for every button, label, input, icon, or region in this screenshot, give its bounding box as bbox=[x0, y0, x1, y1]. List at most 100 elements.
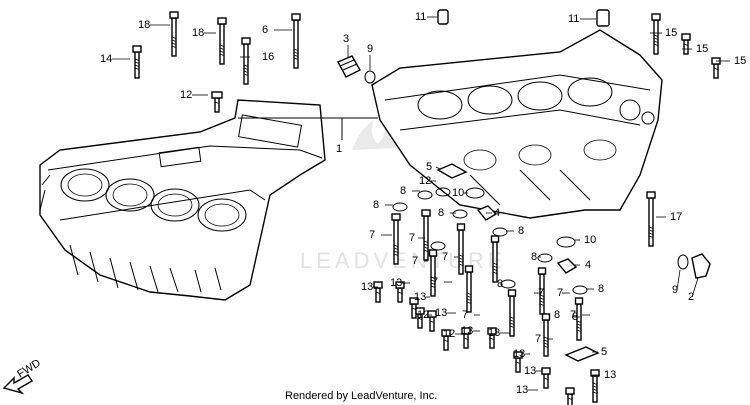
o-ring-9 bbox=[364, 70, 376, 84]
bolt-thread bbox=[243, 73, 249, 76]
bolt-head bbox=[461, 327, 471, 335]
bolt bbox=[441, 329, 451, 351]
bolt-thread bbox=[243, 67, 249, 70]
callout-6: 6 bbox=[262, 24, 292, 36]
callout-number: 7 bbox=[570, 309, 576, 321]
callout-18b: 18 bbox=[192, 27, 216, 39]
bolt-thread bbox=[653, 40, 659, 43]
bolt bbox=[541, 313, 551, 357]
callout-12c: 12 bbox=[417, 309, 432, 321]
bolt-shank bbox=[219, 23, 225, 65]
bolt-shank bbox=[458, 229, 464, 275]
bolt-shank bbox=[648, 197, 654, 247]
callout-number: 8 bbox=[438, 207, 444, 219]
leader-line bbox=[676, 269, 681, 291]
callout-number: 9 bbox=[367, 43, 373, 55]
bolt-shank bbox=[492, 241, 498, 283]
bolt-head bbox=[391, 213, 401, 221]
bolt-thread bbox=[430, 282, 436, 285]
bolt-thread bbox=[492, 265, 498, 268]
callout-4b: 4 bbox=[574, 259, 591, 271]
bolt-thread bbox=[423, 249, 429, 252]
bolt-head bbox=[565, 387, 575, 395]
bolt-thread bbox=[713, 67, 719, 70]
filler-plug-3 bbox=[337, 55, 361, 78]
bolt-thread bbox=[397, 291, 403, 294]
callout-1: 1 bbox=[336, 143, 342, 155]
bolt-head bbox=[421, 209, 431, 217]
footer-credit: Rendered by LeadVenture, Inc. bbox=[285, 390, 437, 402]
bolt-thread bbox=[458, 263, 464, 266]
bolt-thread bbox=[509, 319, 515, 322]
bolt-head bbox=[169, 11, 179, 19]
bolt-head bbox=[415, 307, 425, 315]
bolt-shank bbox=[293, 19, 299, 69]
bolt-head bbox=[681, 33, 691, 41]
bolt-head bbox=[513, 351, 523, 359]
bolt-head bbox=[456, 223, 466, 231]
bolt-head bbox=[241, 37, 251, 45]
callout-number: 10 bbox=[584, 234, 596, 246]
callout-number: 13 bbox=[361, 281, 373, 293]
callout-number: 13 bbox=[390, 277, 402, 289]
callout-5b: 5 bbox=[592, 346, 607, 358]
bolt-thread bbox=[393, 247, 399, 250]
bolt-head bbox=[574, 297, 584, 305]
bolt-shank bbox=[243, 43, 249, 85]
bolt-thread bbox=[466, 301, 472, 304]
callout-9a: 9 bbox=[367, 43, 373, 70]
bolt-thread bbox=[171, 39, 177, 42]
bolt-head bbox=[590, 369, 600, 377]
callout-15c: 15 bbox=[716, 55, 746, 67]
bolt-thread bbox=[592, 388, 598, 391]
callout-number: 4 bbox=[494, 207, 500, 219]
bolt bbox=[241, 37, 251, 85]
bolt-thread bbox=[648, 235, 654, 238]
bolt bbox=[427, 310, 437, 332]
callout-number: 6 bbox=[262, 24, 268, 36]
plate-5b bbox=[564, 346, 600, 362]
bolt-head bbox=[651, 13, 661, 21]
bolt bbox=[541, 367, 551, 389]
bolt-thread bbox=[134, 58, 140, 61]
bolt-head bbox=[490, 235, 500, 243]
callout-14: 14 bbox=[100, 53, 130, 65]
callout-number: 16 bbox=[262, 51, 274, 63]
bolt-thread bbox=[171, 45, 177, 48]
callout-number: 7 bbox=[462, 309, 468, 321]
callout-13g: 13 bbox=[513, 348, 530, 360]
washer-10b bbox=[556, 236, 576, 248]
callout-15a: 15 bbox=[650, 27, 677, 39]
upper-crankcase bbox=[39, 99, 326, 301]
bolt-shank bbox=[429, 316, 435, 332]
callout-8f: 8 bbox=[497, 278, 503, 290]
bolt-thread bbox=[592, 385, 598, 388]
callout-8i: 8 bbox=[554, 309, 560, 321]
bolt-thread bbox=[543, 339, 549, 342]
bolt-thread bbox=[458, 260, 464, 263]
sealing-washer-9 bbox=[677, 254, 689, 270]
bolt-thread bbox=[466, 298, 472, 301]
bolt-thread bbox=[648, 229, 654, 232]
bolt-shank bbox=[214, 97, 220, 113]
callout-16: 16 bbox=[240, 51, 274, 63]
callout-number: 7 bbox=[442, 251, 448, 263]
callout-number: 7 bbox=[535, 333, 541, 345]
bolt bbox=[574, 297, 584, 341]
bolt-thread bbox=[653, 37, 659, 40]
lower-crankcase bbox=[371, 29, 663, 219]
callout-11b: 11 bbox=[568, 13, 596, 25]
callout-8d: 8 bbox=[506, 225, 524, 237]
callout-number: 3 bbox=[343, 33, 349, 45]
bolt-thread bbox=[509, 325, 515, 328]
callout-number: 15 bbox=[734, 55, 746, 67]
bolt-thread bbox=[543, 336, 549, 339]
bolt-thread bbox=[219, 47, 225, 50]
bolt-thread bbox=[443, 339, 449, 342]
callout-4a: 4 bbox=[486, 207, 500, 219]
bolt-thread bbox=[219, 50, 225, 53]
bolt-thread bbox=[134, 64, 140, 67]
bolt-head bbox=[373, 281, 383, 289]
bolt-head bbox=[541, 313, 551, 321]
